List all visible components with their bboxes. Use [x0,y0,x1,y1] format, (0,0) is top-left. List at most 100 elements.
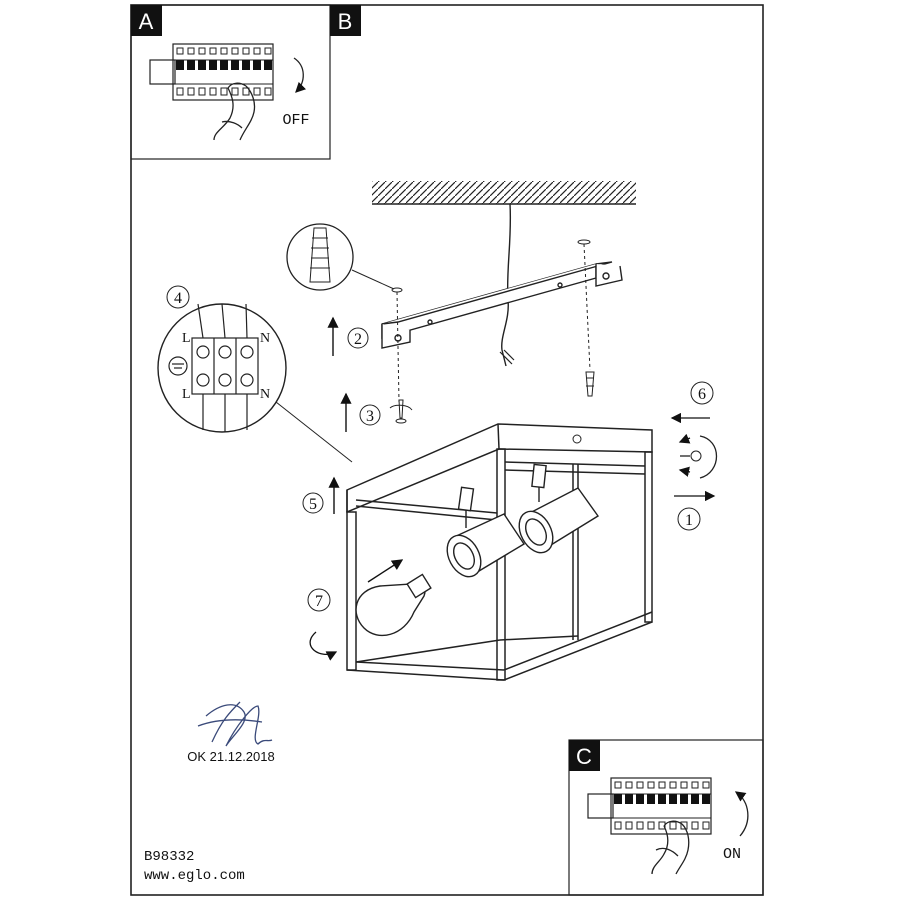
breaker-terminal-icon [264,47,272,55]
breaker-toggle-icon [625,794,633,804]
breaker-terminal-icon [253,47,261,55]
panel-a: A OFF [130,4,331,160]
cable-wires [499,349,515,365]
step-6-badge [690,381,714,405]
breaker-terminal-icon [636,821,644,830]
breaker-toggle-icon [614,794,622,804]
signature-graphic [197,701,273,747]
page-border [130,4,764,896]
breaker-terminal-icon [176,47,184,55]
breaker-toggle-icon [209,60,217,70]
rotate-up-arrow-icon [734,791,749,837]
breaker-terminal-icon [614,821,622,830]
breaker-terminal-icon [187,47,195,55]
breaker-terminal-icon [669,781,677,789]
breaker-toggle-icon [264,60,272,70]
rotate-down-arrow-icon [293,57,307,93]
breaker-toggle-icon [176,60,184,70]
breaker-terminal-icon [636,781,644,789]
breaker-terminal-icon [625,781,633,789]
ceiling [372,181,636,205]
breaker-toggle-icon [669,794,677,804]
breaker-terminal-icon [198,47,206,55]
breaker-toggle-icon [231,60,239,70]
breaker-terminal-icon [680,781,688,789]
breaker-terminal-icon [220,47,228,55]
breaker-terminal-icon [242,47,250,55]
panel-a-letter: A [139,9,154,34]
breaker-toggle-icon [680,794,688,804]
breaker-terminal-icon [614,781,622,789]
breaker-terminal-icon [691,781,699,789]
step-4-badge [166,285,190,309]
terminal-label-l-top: L [182,331,191,346]
breaker-terminal-icon [702,781,710,789]
spotlight-left [446,486,525,578]
breaker-terminal-icon [187,87,195,96]
step-3-badge [359,404,381,426]
breaker-terminal-icon [198,87,206,96]
breaker-terminal-icon [702,821,710,830]
power-cable [501,203,512,367]
breaker-terminal-icon [264,87,272,96]
step-3-number: 3 [366,408,374,425]
breaker-toggle-icon [647,794,655,804]
approval-stamp: OK 21.12.2018 [187,749,274,764]
breaker-toggle-icon [702,794,710,804]
terminal-label-l-bottom: L [182,387,191,402]
step-2-badge [347,327,369,349]
light-bulb-icon [355,573,432,637]
frame-screw-icon [572,434,582,444]
breaker-toggle-icon [636,794,644,804]
step-5-badge [302,492,324,514]
breaker-terminal-icon [220,87,228,96]
step-7-badge [307,588,331,612]
step-7-rotate-arrow [309,631,338,661]
breaker-terminal-icon [176,87,184,96]
breaker-panel-icon [149,43,274,101]
panel-b-label: B [330,5,361,36]
breaker-terminal-icon [691,821,699,830]
ceiling-holes [391,239,591,293]
hand-switch-on-icon [651,820,690,875]
step-7-insert-arrow [367,559,404,583]
panel-c-letter: C [576,744,592,769]
spotlight-right [518,463,600,554]
breaker-terminal-icon [253,87,261,96]
off-label: OFF [282,112,309,129]
breaker-terminal-icon [647,781,655,789]
terminal-label-n-bottom: N [260,387,270,402]
breaker-terminal-icon [209,47,217,55]
breaker-terminal-icon [658,781,666,789]
hand-switch-off-icon [213,82,256,141]
breaker-panel-icon [587,777,712,835]
breaker-terminal-icon [669,821,677,830]
wall-plug-detail-icon [286,223,395,291]
terminal-block-detail: L N L N [157,303,353,463]
mounting-bracket [381,261,623,349]
side-screw-detail-icon [678,433,717,479]
breaker-terminal-icon [209,87,217,96]
panel-a-label-box [131,5,162,36]
step-1-badge [677,507,701,531]
breaker-terminal-icon [242,87,250,96]
screw-driver-icon [389,399,413,424]
breaker-terminal-icon [231,47,239,55]
breaker-terminal-icon [231,87,239,96]
step-4-number: 4 [174,290,182,307]
screw-icon [585,371,595,397]
breaker-toggle-icon [242,60,250,70]
on-label: ON [723,846,741,863]
step-2-number: 2 [354,331,362,348]
panel-b-letter: B [338,9,353,34]
breaker-toggle-icon [187,60,195,70]
article-number: B98332 [144,849,194,865]
panel-c: C ON [568,739,764,896]
breaker-toggle-icon [658,794,666,804]
step-5-number: 5 [309,496,317,513]
drill-guide-lines [396,243,591,403]
website: www.eglo.com [144,868,245,884]
step-6-number: 6 [698,386,706,403]
breaker-toggle-icon [691,794,699,804]
